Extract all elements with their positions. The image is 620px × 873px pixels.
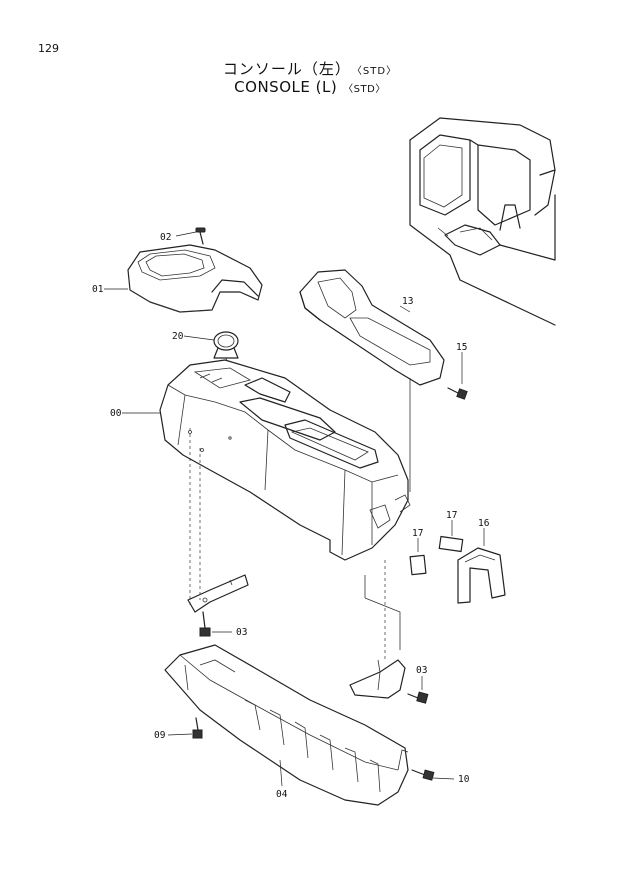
part-03-bolt-upper — [199, 611, 232, 637]
label-part-10: 10 — [458, 774, 470, 785]
title-en-text: CONSOLE (L) — [234, 78, 338, 96]
label-part-04: 04 — [276, 789, 288, 800]
label-part-20: 20 — [172, 331, 184, 342]
part-15-bolt — [447, 352, 468, 400]
part-04-lower-tray — [164, 644, 409, 806]
label-part-02: 02 — [160, 232, 171, 243]
label-part-09: 09 — [154, 730, 166, 741]
part-20-clamp — [183, 331, 239, 379]
label-part-16: 16 — [478, 518, 490, 529]
cab-inset-illustration — [409, 117, 556, 326]
label-part-00: 00 — [110, 408, 122, 419]
label-part-03-rear: 03 — [416, 665, 427, 676]
title-japanese: コンソール（左） 〈STD〉 — [0, 58, 620, 79]
part-03-bolt-rear — [407, 676, 429, 704]
label-part-15: 15 — [456, 342, 467, 353]
part-13-armrest-bracket — [299, 269, 445, 492]
part-17-pad-b — [438, 520, 464, 553]
title-en-tag: 〈STD〉 — [343, 84, 386, 95]
page-number: 129 — [38, 42, 59, 55]
label-part-17b: 17 — [446, 510, 457, 521]
title-jp-text: コンソール（左） — [222, 60, 351, 78]
label-part-17a: 17 — [412, 528, 423, 539]
part-02-screw — [175, 227, 206, 245]
part-10-bolt — [411, 769, 455, 781]
part-17-pad-a — [409, 538, 427, 576]
part-09-bolt — [167, 717, 203, 739]
label-part-13: 13 — [402, 296, 413, 307]
label-part-01: 01 — [92, 284, 104, 295]
label-part-03-upper: 03 — [236, 627, 247, 638]
rear-bracket — [349, 560, 406, 699]
part-16-u-cover — [457, 528, 506, 604]
title-jp-tag: 〈STD〉 — [356, 66, 398, 77]
lower-frame-plate — [187, 428, 249, 613]
title-english: CONSOLE (L) 〈STD〉 — [0, 78, 620, 96]
part-01-cover — [104, 244, 263, 313]
part-00-console-body — [122, 359, 411, 561]
